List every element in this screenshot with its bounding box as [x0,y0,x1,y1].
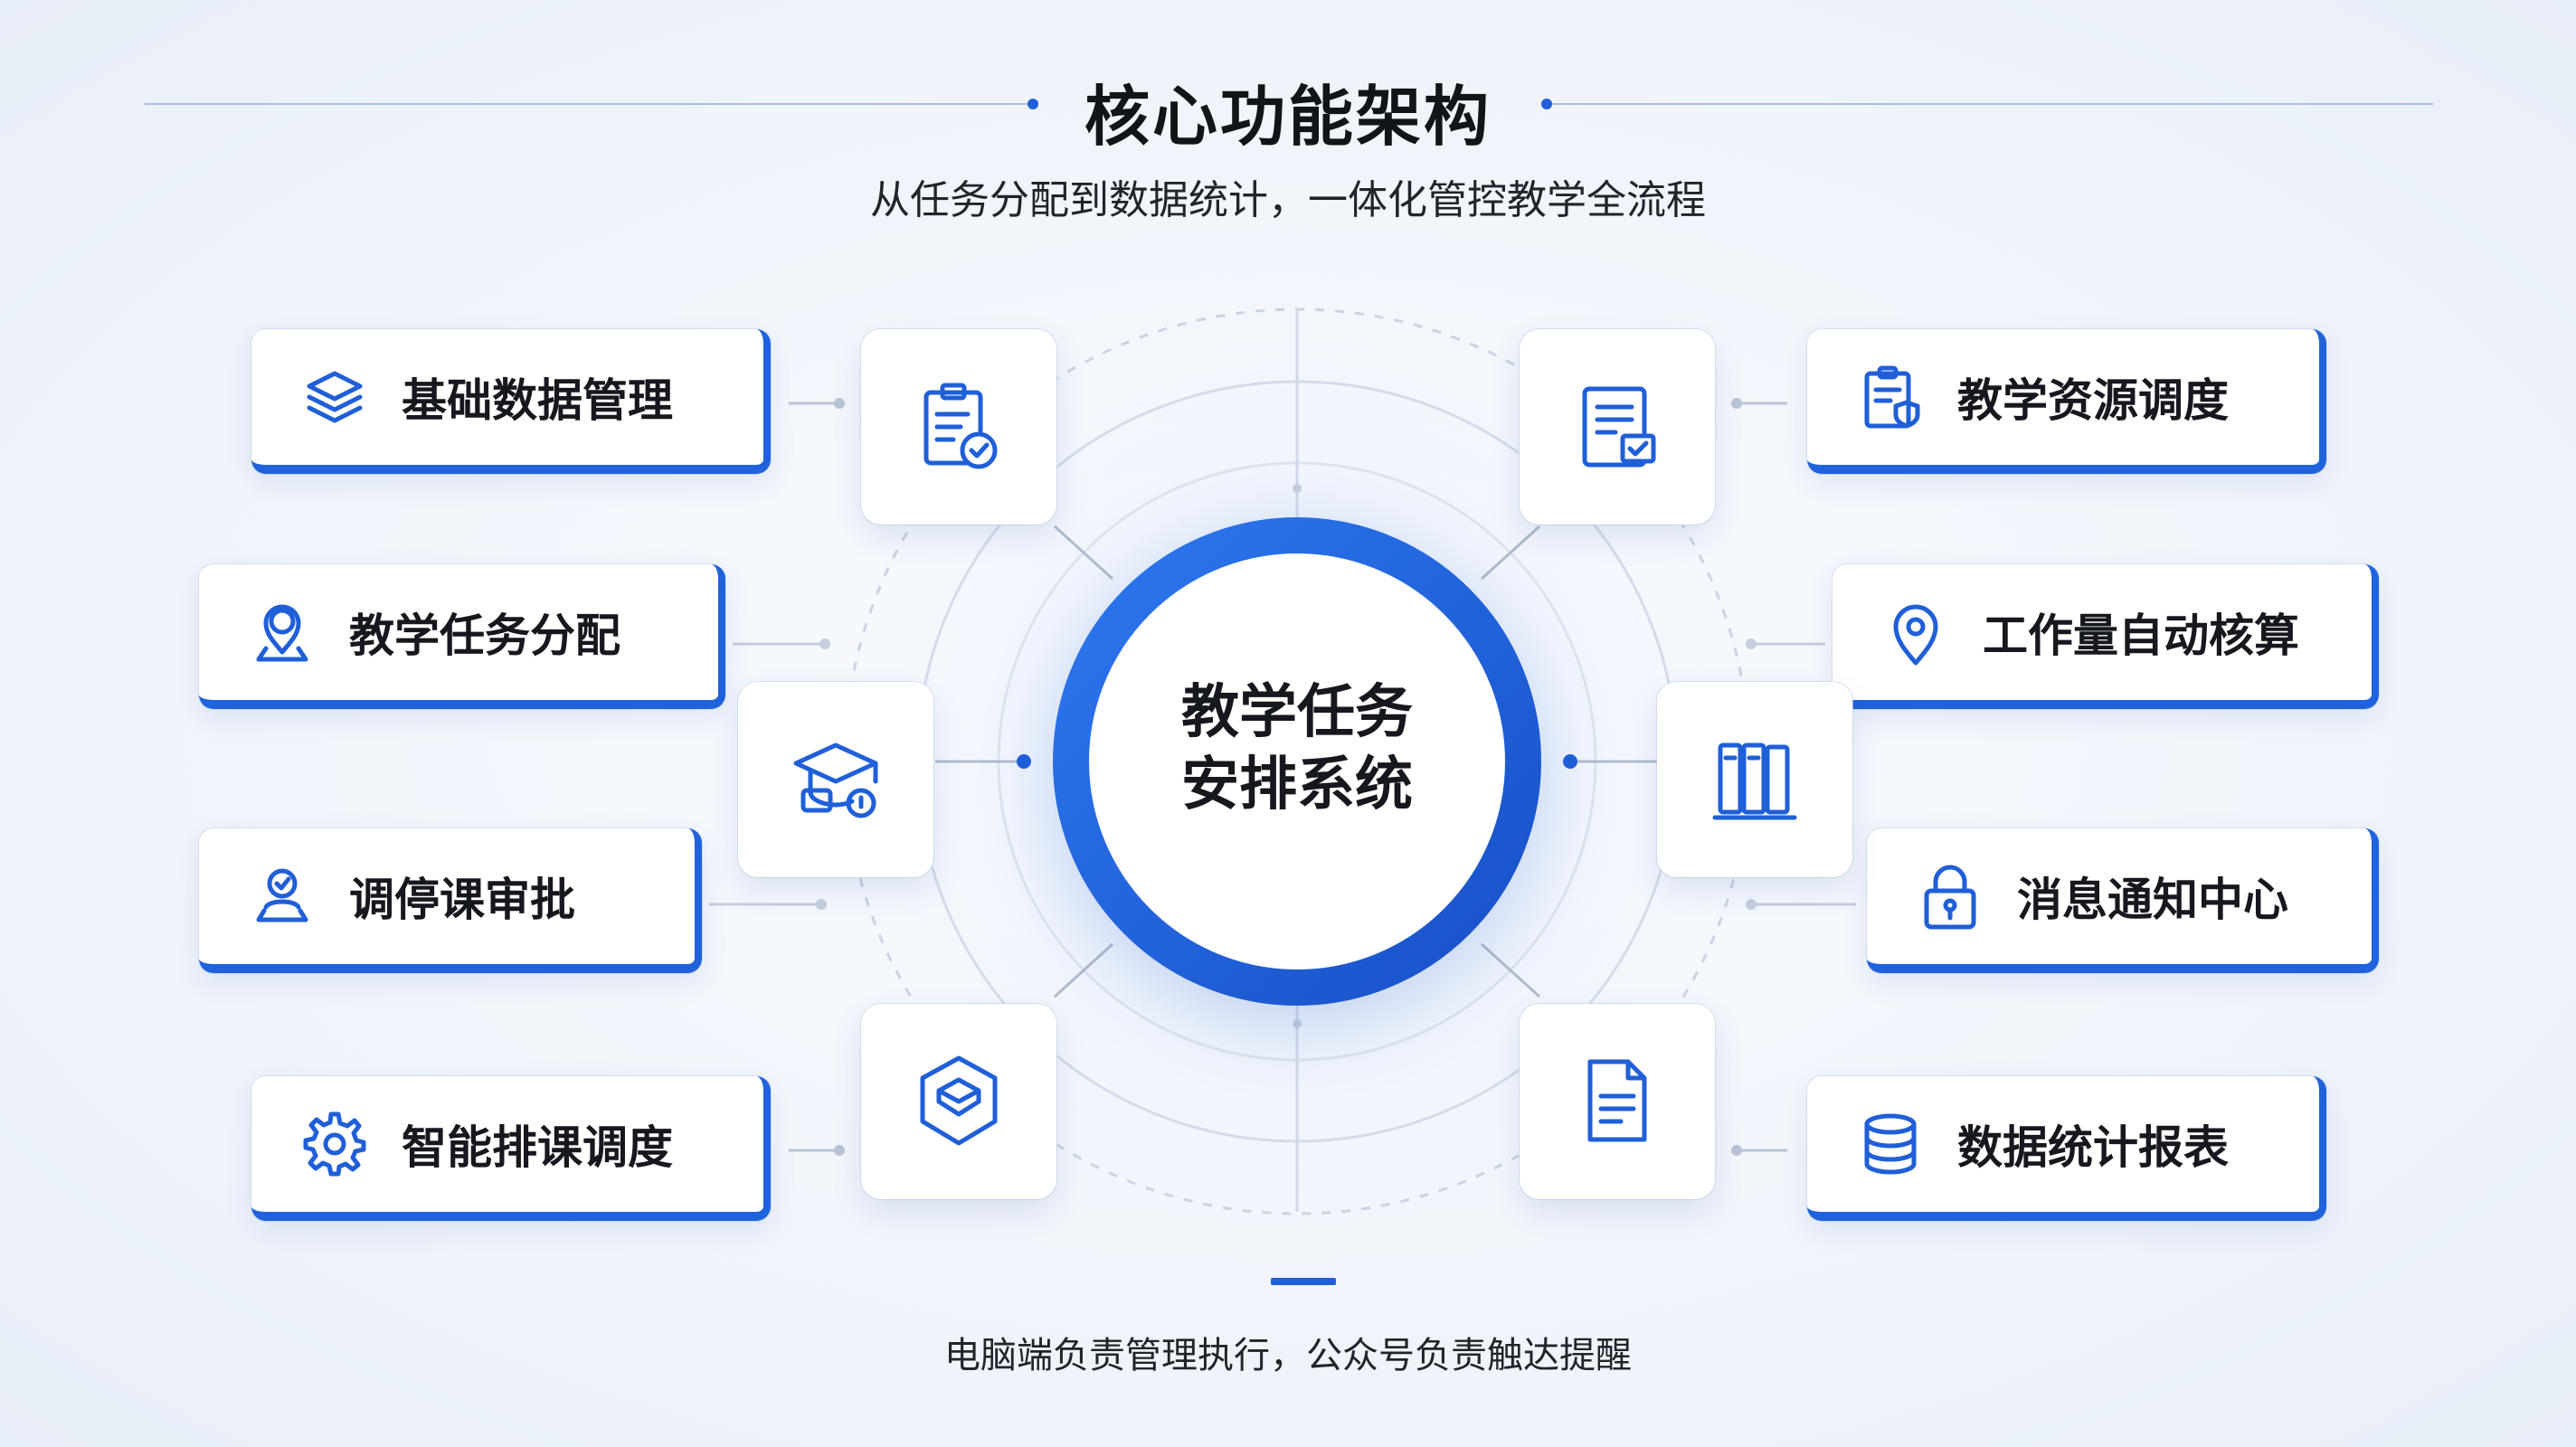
tile-file-text[interactable] [1520,1004,1715,1199]
card-label: 教学资源调度 [1957,374,2229,427]
card-teaching-task-assignment[interactable]: 教学任务分配 [199,564,725,709]
tile-clipboard-check[interactable] [861,329,1056,525]
card-label: 教学任务分配 [349,610,620,662]
card-workload-auto-calculation[interactable]: 工作量自动核算 [1833,564,2379,709]
tile-books[interactable] [1657,682,1852,877]
card-label: 调停课审批 [349,874,575,926]
center-label-line2: 安排系统 [1181,752,1413,818]
center-label-line1: 教学任务 [1181,679,1413,746]
card-label: 数据统计报表 [1957,1121,2229,1174]
card-label: 工作量自动核算 [1983,610,2299,662]
footer-note: 电脑端负责管理执行，公众号负责触达提醒 [944,1335,1632,1376]
card-teaching-resource-scheduling[interactable]: 教学资源调度 [1807,329,2326,474]
lock-icon [1924,865,1976,930]
footer-accent-bar [1271,1278,1336,1285]
card-label: 消息通知中心 [2017,874,2288,926]
database-icon [1864,1113,1917,1175]
graduation-cap-icon [793,742,878,818]
books-icon [1712,742,1797,820]
layers-icon [307,371,363,423]
user-approval-icon [256,868,308,922]
card-label: 智能排课调度 [402,1121,673,1174]
clipboard-shield-icon [1864,365,1920,429]
card-message-notification-center[interactable]: 消息通知中心 [1867,828,2379,973]
card-class-adjustment-approval[interactable]: 调停课审批 [199,828,702,973]
tile-document-check[interactable] [1520,329,1715,525]
document-check-icon [1582,386,1656,468]
card-data-statistics-report[interactable]: 数据统计报表 [1807,1076,2326,1221]
user-location-icon [256,604,308,662]
page-subtitle: 从任务分配到数据统计，一体化管控教学全流程 [870,177,1706,223]
card-basic-data-management[interactable]: 基础数据管理 [251,329,771,474]
tile-graduation-cap[interactable] [738,682,933,877]
hexagon-cube-icon [920,1055,998,1146]
gear-icon [303,1111,366,1177]
center-node: 教学任务 安排系统 [1116,676,1478,821]
clipboard-check-icon [923,383,998,469]
map-pin-icon [1893,604,1938,666]
file-text-icon [1587,1059,1647,1142]
tile-hexagon-cube[interactable] [861,1004,1056,1199]
page-title: 核心功能架构 [1084,79,1492,155]
card-smart-scheduling[interactable]: 智能排课调度 [251,1076,771,1221]
card-label: 基础数据管理 [402,374,673,427]
